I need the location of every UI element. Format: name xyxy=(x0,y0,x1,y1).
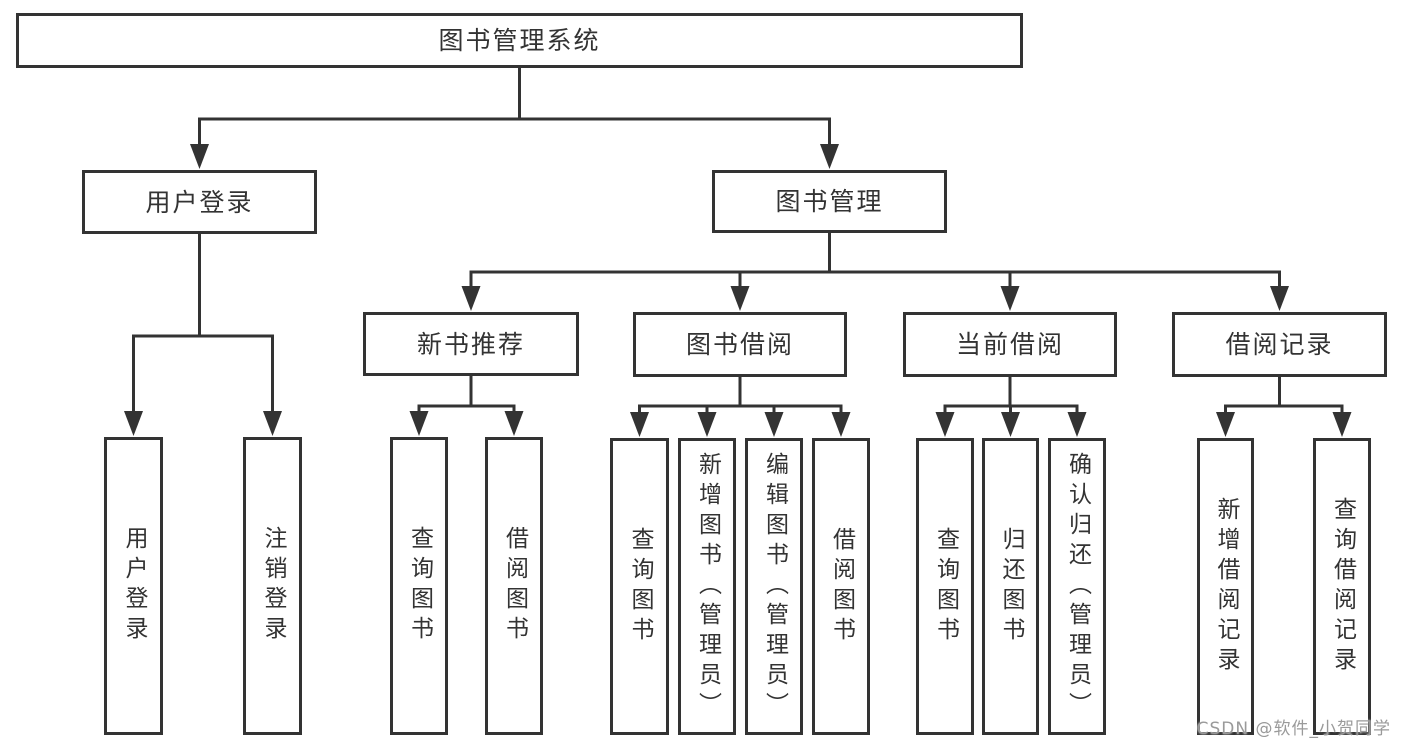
node-current-query-book: 查询图书 xyxy=(916,438,974,735)
node-rec-query-book: 查询图书 xyxy=(390,437,448,735)
node-borrow-add-book-admin: 新增图书（管理员） xyxy=(678,438,736,735)
node-system-root: 图书管理系统 xyxy=(16,13,1023,68)
node-label-current-confirm-return-admin: 确认归还（管理员） xyxy=(1064,451,1091,722)
node-user-login: 用户登录 xyxy=(82,170,317,234)
node-logout-leaf: 注销登录 xyxy=(243,437,302,735)
node-user-login-leaf: 用户登录 xyxy=(104,437,163,735)
node-label-user-login-leaf: 用户登录 xyxy=(121,526,147,646)
node-label-rec-query-book: 查询图书 xyxy=(406,526,433,646)
arrow-down-icon xyxy=(630,412,649,437)
node-label-current-query-book: 查询图书 xyxy=(932,526,959,647)
node-current-borrow: 当前借阅 xyxy=(903,312,1117,377)
arrow-down-icon xyxy=(831,412,851,437)
node-new-book-recommend: 新书推荐 xyxy=(363,312,579,376)
arrow-down-icon xyxy=(1216,412,1235,437)
node-label-borrow-add-book-admin: 新增图书（管理员） xyxy=(694,451,721,722)
arrow-down-icon xyxy=(1332,412,1352,437)
node-current-return-book: 归还图书 xyxy=(982,438,1039,735)
node-label-system-root: 图书管理系统 xyxy=(438,26,601,55)
arrow-down-icon xyxy=(1000,286,1020,311)
arrow-down-icon xyxy=(1001,412,1020,437)
connector-book-management xyxy=(461,233,1289,311)
arrow-down-icon xyxy=(1067,412,1087,437)
connector-system-root xyxy=(190,68,839,169)
connector-user-login xyxy=(124,234,282,436)
node-label-book-management: 图书管理 xyxy=(775,187,884,216)
arrow-down-icon xyxy=(820,144,839,169)
arrow-down-icon xyxy=(190,144,209,169)
node-book-borrow: 图书借阅 xyxy=(633,312,847,377)
node-label-borrow-query-book: 查询图书 xyxy=(627,526,653,647)
arrow-down-icon xyxy=(764,412,784,437)
node-label-records-add-record: 新增借阅记录 xyxy=(1213,496,1239,677)
node-label-borrow-borrow-book: 借阅图书 xyxy=(828,526,855,647)
arrow-down-icon xyxy=(461,286,481,311)
arrow-down-icon xyxy=(263,411,282,436)
watermark: CSDN @软件_小贺同学 xyxy=(1196,719,1391,739)
node-label-current-return-book: 归还图书 xyxy=(998,526,1024,647)
arrow-down-icon xyxy=(409,411,429,436)
node-borrow-records: 借阅记录 xyxy=(1172,312,1387,377)
arrow-down-icon xyxy=(730,286,750,311)
connector-current-borrow xyxy=(935,377,1087,437)
node-borrow-edit-book-admin: 编辑图书（管理员） xyxy=(745,438,803,735)
node-borrow-borrow-book: 借阅图书 xyxy=(812,438,870,735)
node-book-management: 图书管理 xyxy=(712,170,947,233)
connector-book-borrow xyxy=(630,377,851,437)
connector-borrow-records xyxy=(1216,377,1352,437)
node-rec-borrow-book: 借阅图书 xyxy=(485,437,543,735)
arrow-down-icon xyxy=(935,412,955,437)
node-records-add-record: 新增借阅记录 xyxy=(1197,438,1254,735)
node-label-borrow-records: 借阅记录 xyxy=(1225,330,1334,359)
connector-new-book-recommend xyxy=(409,376,524,436)
node-label-user-login: 用户登录 xyxy=(145,187,254,217)
node-current-confirm-return-admin: 确认归还（管理员） xyxy=(1048,438,1106,735)
node-label-logout-leaf: 注销登录 xyxy=(260,526,286,646)
arrow-down-icon xyxy=(697,412,717,437)
arrow-down-icon xyxy=(504,411,524,436)
arrow-down-icon xyxy=(124,411,143,436)
node-borrow-query-book: 查询图书 xyxy=(610,438,669,735)
node-label-book-borrow: 图书借阅 xyxy=(685,330,794,359)
node-label-current-borrow: 当前借阅 xyxy=(955,330,1064,359)
node-records-query-record: 查询借阅记录 xyxy=(1313,438,1371,735)
node-label-new-book-recommend: 新书推荐 xyxy=(416,329,525,359)
node-label-records-query-record: 查询借阅记录 xyxy=(1329,496,1356,677)
node-label-rec-borrow-book: 借阅图书 xyxy=(501,526,528,646)
node-label-borrow-edit-book-admin: 编辑图书（管理员） xyxy=(761,451,788,722)
arrow-down-icon xyxy=(1270,286,1289,311)
